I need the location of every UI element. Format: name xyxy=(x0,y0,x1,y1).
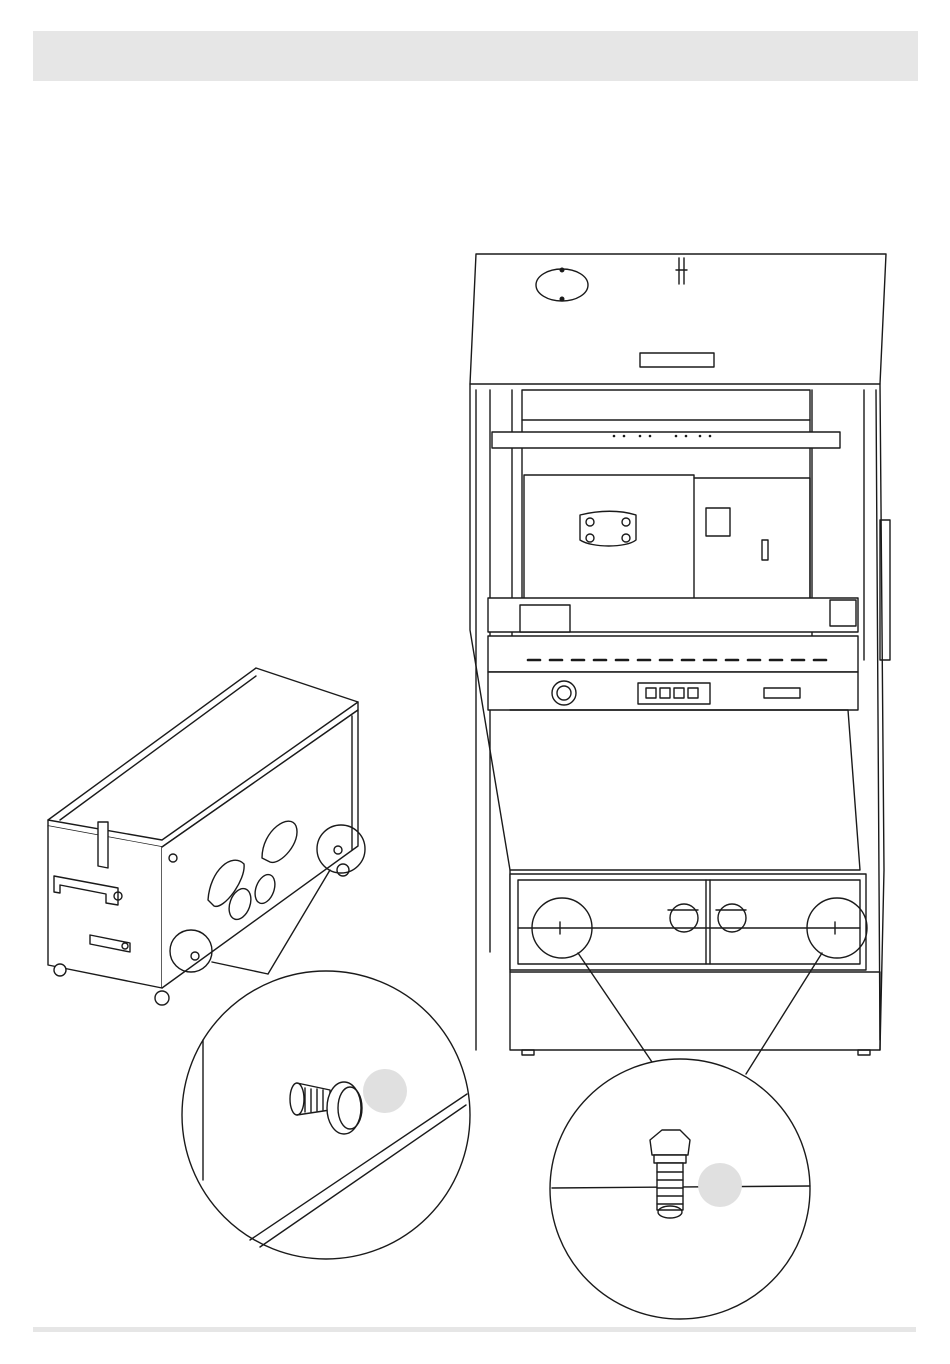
grill-cabinet xyxy=(470,254,890,1074)
side-cabinet xyxy=(48,668,365,1005)
bolt-detail-left xyxy=(182,971,470,1259)
footer-rule xyxy=(33,1327,916,1332)
bolt-detail-right xyxy=(550,1059,810,1319)
callout-marker-left xyxy=(363,1069,407,1113)
callout-marker-right xyxy=(698,1163,742,1207)
